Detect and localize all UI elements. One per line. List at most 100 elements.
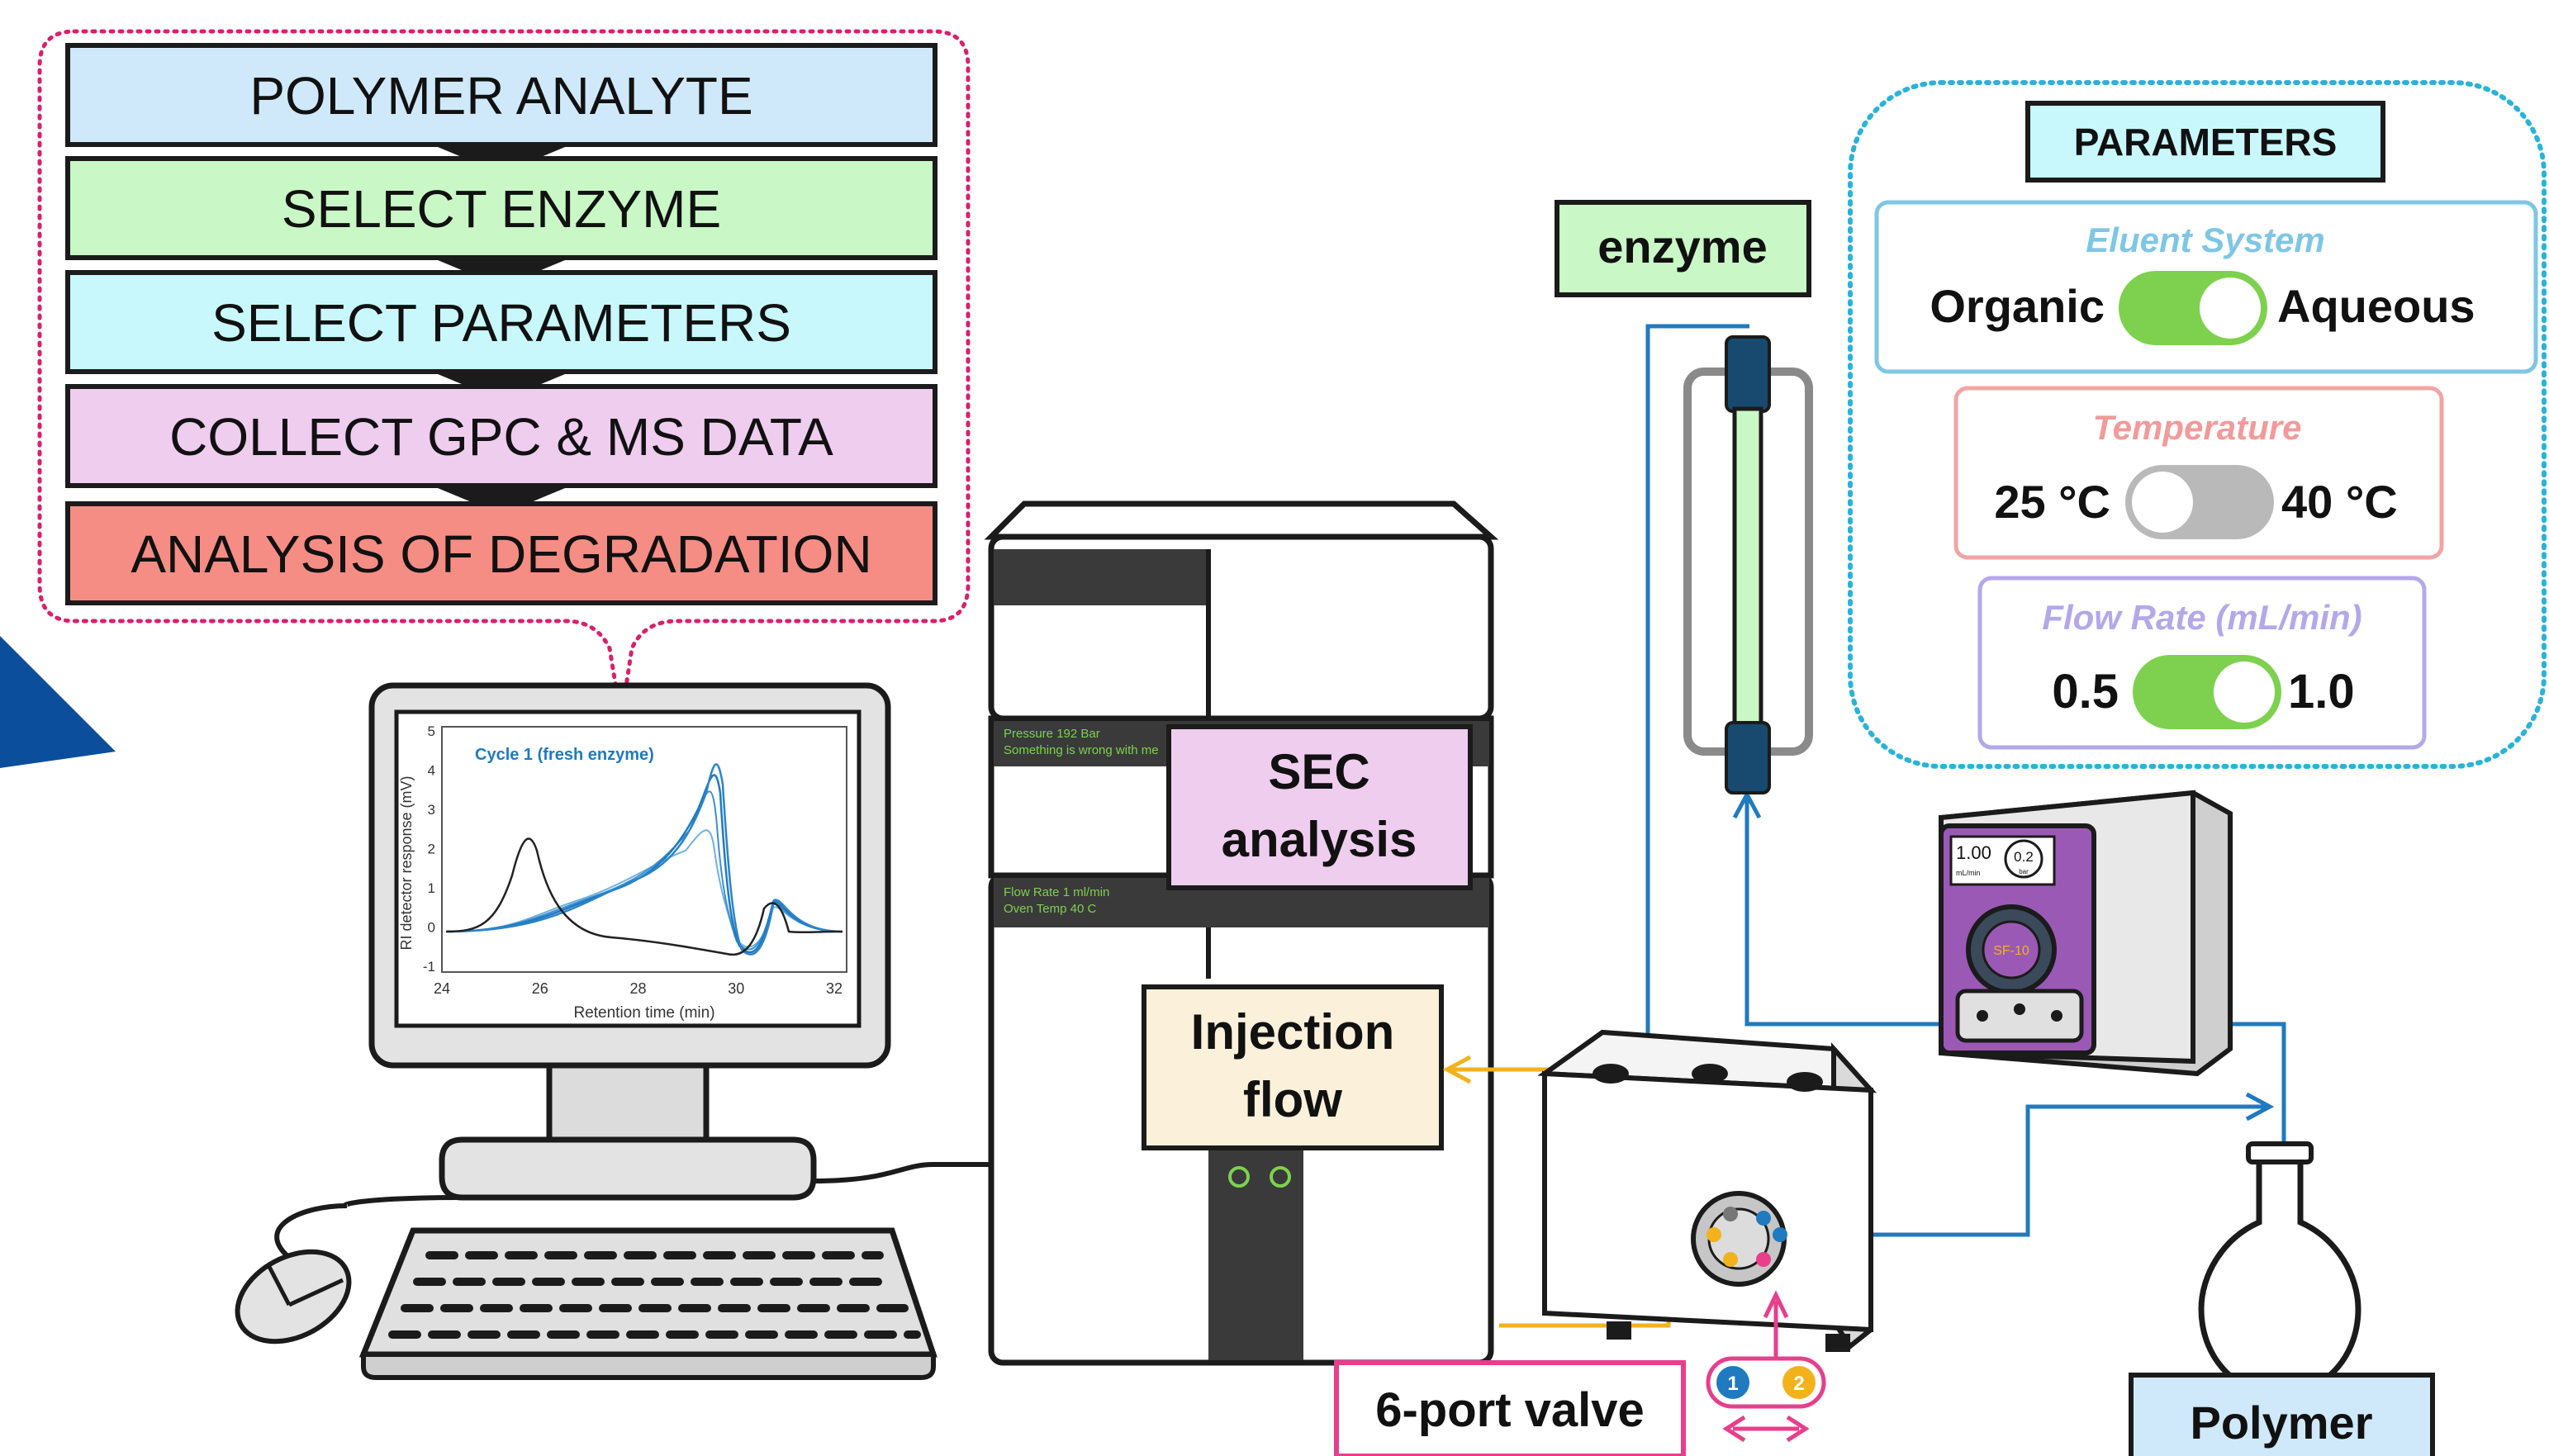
instrument-display-top-line1: Pressure 192 Bar [1004,727,1100,741]
workflow-step-4: COLLECT GPC & MS DATA [65,384,937,488]
enzyme-label: enzyme [1555,200,1811,297]
eluent-left-label: Organic [1930,280,2105,332]
chart-ytick-label: 0 [428,920,435,936]
workflow-step-1: POLYMER ANALYTE [65,43,937,147]
valve-position-1-label: 1 [1727,1373,1738,1395]
eluent-right-label: Aqueous [2277,280,2475,332]
valve-position-switch[interactable]: 1 2 [1706,1356,1826,1443]
valve-position-2-label: 2 [1793,1373,1804,1395]
workflow-step-3: SELECT PARAMETERS [65,270,937,374]
blue-flow-valve-to-flask [1797,1104,2267,1237]
chromatogram-chart: Cycle 1 (fresh enzyme) RI detector respo… [398,723,847,1022]
pump-readout-pressure: 0.2 [2014,849,2034,865]
chart-ytick-label: 3 [428,802,435,818]
flow-rate-left-label: 0.5 [2052,665,2119,719]
valve-position-2[interactable] [1782,1366,1816,1399]
chart-ytick-label: 4 [428,763,435,779]
parameters-panel-outline [1848,80,2547,769]
instrument-display-bottom-line1: Flow Rate 1 ml/min [1004,885,1109,899]
temperature-toggle[interactable] [2125,465,2274,539]
flow-rate-toggle-knob [2214,662,2275,723]
chart-xlabel: Retention time (min) [573,1004,714,1022]
sec-label-line2: analysis [1222,812,1417,867]
injection-label-line2: flow [1243,1072,1342,1127]
polymer-flask [2198,1141,2362,1399]
workflow-step-1-label: POLYMER ANALYTE [249,66,752,126]
eluent-toggle-knob [2200,277,2261,339]
peristaltic-pump: 1.00 mL/min 0.2 bar SF-10 [1939,790,2233,1077]
temperature-toggle-knob [2132,472,2193,533]
computer [235,682,991,1380]
chart-ytick-label: 2 [428,842,435,857]
valve-port-blue-1 [1756,1211,1771,1226]
sec-instrument: Pressure 192 Bar Something is wrong with… [984,500,1499,1366]
temperature-right-label: 40 °C [2281,476,2398,528]
workflow-step-5-label: ANALYSIS OF DEGRADATION [131,524,871,584]
injection-label-line1: Injection [1191,1004,1395,1060]
pump-readout-pressure-unit: bar [2019,868,2029,875]
pump-pressure-dial [2004,839,2043,879]
chart-xtick-label: 28 [629,980,646,997]
flow-rate-title: Flow Rate (mL/min) [2042,598,2362,637]
eluent-toggle[interactable] [2119,271,2267,345]
flow-rate-toggle[interactable] [2133,655,2281,729]
injection-flow-label: Injection flow [1142,984,1444,1150]
computer-cable [813,1162,991,1183]
chart-series-black [445,837,843,956]
chart-yticks: 5 4 3 2 1 0 -1 [423,723,435,975]
chart-series-blue-4 [445,763,843,956]
monitor-base [439,1136,817,1201]
pump-readout-flow-unit: mL/min [1956,869,1981,877]
instrument-port-2 [1270,1166,1291,1188]
pump-tubing-block [1955,989,2084,1043]
instrument-display-top-line2: Something is wrong with me [1004,743,1159,757]
flow-rate-right-label: 1.0 [2288,665,2355,719]
six-port-valve-block [1537,1029,1877,1363]
instrument-display-bottom-line2: Oven Temp 40 C [1004,902,1096,916]
pump-model-label: SF-10 [1993,944,2029,958]
valve-label-text: 6-port valve [1375,1383,1645,1437]
chart-ytick-label: -1 [423,959,435,975]
instrument-top-cap [984,500,1499,540]
chart-ytick-label: 1 [428,880,435,896]
valve-port-blue-2 [1773,1227,1787,1242]
monitor-screen [394,709,862,1028]
valve-port-yellow-1 [1706,1227,1721,1242]
valve-label: 6-port valve [1334,1360,1686,1456]
chart-xtick-label: 30 [728,980,744,997]
chart-ytick-label: 5 [428,723,435,739]
chart-xtick-label: 26 [532,980,548,997]
eluent-system-card: Eluent System Organic Aqueous [1874,200,2538,374]
eluent-system-title: Eluent System [2086,221,2324,259]
chart-xtick-label: 32 [826,980,843,997]
sec-label-line1: SEC [1268,744,1369,799]
enzyme-label-text: enzyme [1597,221,1767,273]
valve-port-grey [1723,1207,1738,1221]
valve-position-1[interactable] [1716,1366,1749,1399]
valve-port-yellow-2 [1723,1252,1738,1267]
column-bottom-cap [1725,721,1771,794]
chart-xticks: 24 26 28 30 32 [434,980,843,997]
chart-curves [445,763,843,956]
keyboard [358,1227,937,1380]
instrument-port-1 [1228,1166,1250,1188]
chart-plot-frame [441,726,847,973]
flow-rate-card: Flow Rate (mL/min) 0.5 1.0 [1977,576,2427,750]
chart-title: Cycle 1 (fresh enzyme) [475,746,654,764]
column-top-cap [1725,335,1771,413]
valve-port-pink [1756,1252,1771,1267]
workflow-step-2: SELECT ENZYME [65,156,937,260]
chart-xtick-label: 24 [434,980,450,997]
valve-block-front [1542,1070,1873,1333]
parameters-title: PARAMETERS [2074,121,2338,164]
workflow-bubble: POLYMER ANALYTE SELECT ENZYME SELECT PAR… [37,29,971,719]
workflow-step-5: ANALYSIS OF DEGRADATION [65,501,937,605]
flask-body [2198,1156,2362,1399]
column-body [1732,406,1763,729]
workflow-step-2-label: SELECT ENZYME [282,179,721,239]
workflow-step-3-label: SELECT PARAMETERS [211,293,791,353]
polymer-label: Polymer [2129,1373,2435,1456]
temperature-title: Temperature [2093,408,2302,447]
monitor-neck [546,1062,710,1143]
